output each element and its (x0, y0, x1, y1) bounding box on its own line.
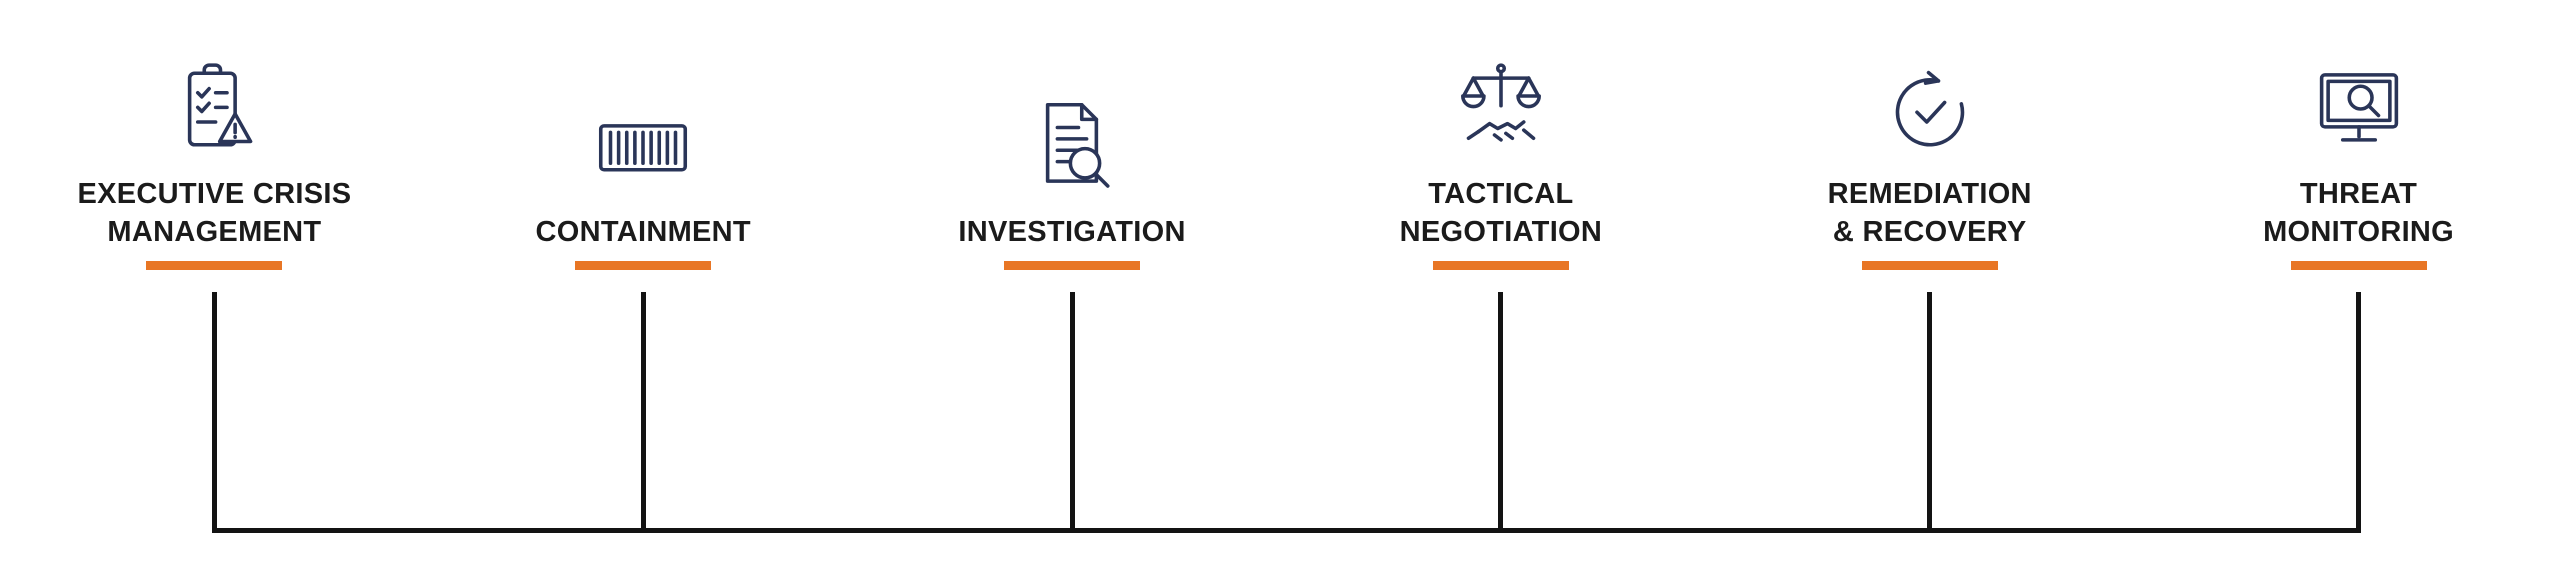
monitor-magnifier-icon (2307, 57, 2411, 161)
accent-underline (1432, 261, 1569, 270)
vertical-connector (211, 292, 217, 533)
vertical-connector (640, 292, 646, 533)
accent-underline (2290, 261, 2427, 270)
step-investigation: INVESTIGATION (858, 0, 1287, 533)
accent-underline (1861, 261, 1998, 270)
vertical-connector (1069, 292, 1075, 533)
steps-row: EXECUTIVE CRISIS MANAGEMENT (0, 0, 2573, 533)
horizontal-connector (211, 528, 2362, 533)
step-threat-monitoring: THREAT MONITORING (2144, 0, 2573, 533)
clipboard-alert-icon (162, 57, 266, 161)
document-magnifier-icon (1020, 95, 1124, 199)
vertical-connector (2356, 292, 2362, 533)
step-label: TACTICAL NEGOTIATION (1399, 178, 1603, 248)
step-label: REMEDIATION & RECOVERY (1827, 178, 2032, 248)
accent-underline (1004, 261, 1141, 270)
vertical-connector (1927, 292, 1933, 533)
scales-handshake-icon (1449, 57, 1553, 161)
step-remediation-recovery: REMEDIATION & RECOVERY (1715, 0, 2144, 533)
step-label: EXECUTIVE CRISIS MANAGEMENT (77, 178, 352, 248)
accent-underline (146, 261, 283, 270)
shipping-container-icon (591, 95, 695, 199)
step-label: CONTAINMENT (535, 216, 751, 248)
accent-underline (575, 261, 712, 270)
step-label: THREAT MONITORING (2263, 178, 2455, 248)
vertical-connector (1498, 292, 1504, 533)
step-tactical-negotiation: TACTICAL NEGOTIATION (1286, 0, 1715, 533)
step-executive-crisis-management: EXECUTIVE CRISIS MANAGEMENT (0, 0, 429, 533)
circular-arrow-check-icon (1878, 57, 1982, 161)
step-containment: CONTAINMENT (429, 0, 858, 533)
step-label: INVESTIGATION (958, 216, 1186, 248)
